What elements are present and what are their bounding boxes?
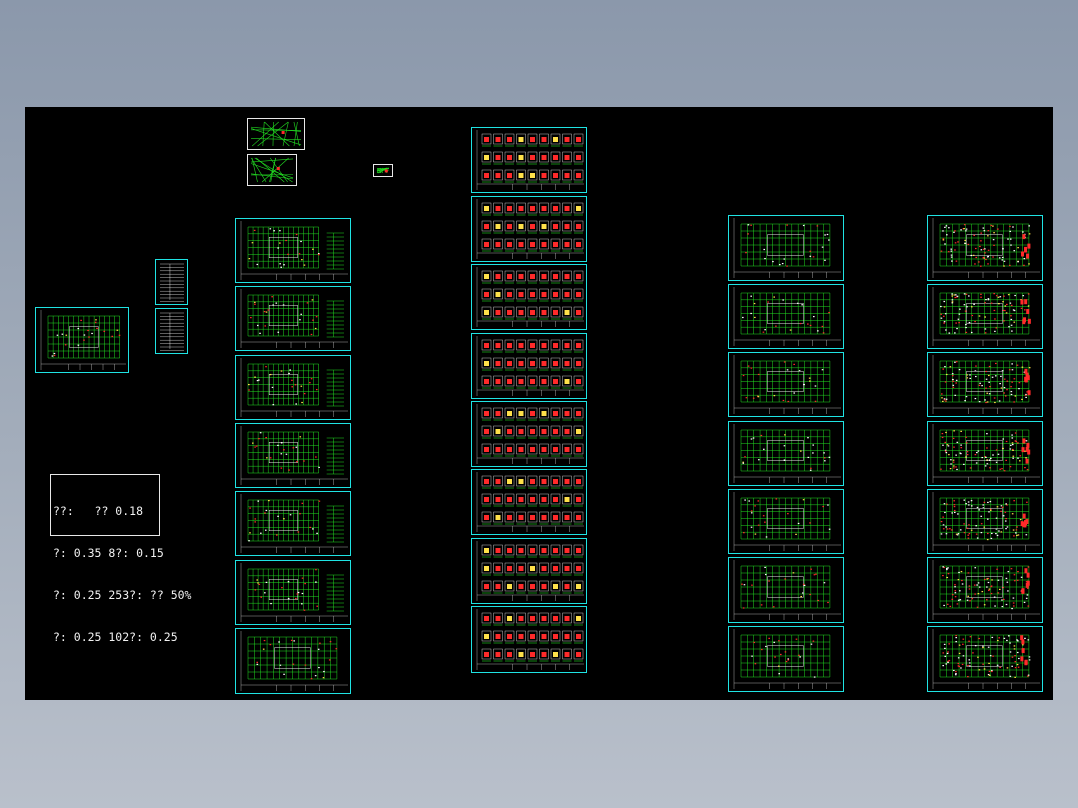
reinforcement-plan-sheet[interactable] bbox=[927, 421, 1043, 486]
schedule-sheet[interactable] bbox=[155, 308, 188, 354]
floor-plan-sheet[interactable] bbox=[235, 423, 351, 488]
structural-plan-sheet[interactable] bbox=[728, 489, 844, 554]
reinforcement-plan-sheet[interactable] bbox=[927, 215, 1043, 281]
structural-plan-sheet[interactable] bbox=[728, 352, 844, 417]
floor-plan-sheet[interactable] bbox=[235, 286, 351, 351]
reinforcement-plan-sheet[interactable] bbox=[927, 352, 1043, 417]
reinforcement-plan-sheet[interactable] bbox=[927, 626, 1043, 692]
section-detail-sheet[interactable] bbox=[471, 127, 587, 193]
floor-plan-sheet[interactable] bbox=[235, 218, 351, 283]
floor-plan-sheet[interactable] bbox=[235, 491, 351, 556]
floor-plan-sheet[interactable] bbox=[35, 307, 129, 373]
reinforcement-plan-sheet[interactable] bbox=[927, 489, 1043, 554]
structural-plan-sheet[interactable] bbox=[728, 626, 844, 692]
note-line: ?: 0.25 253?: ?? 50% bbox=[53, 588, 192, 602]
detail-sheet[interactable] bbox=[373, 164, 393, 177]
detail-sheet[interactable] bbox=[247, 118, 305, 150]
note-line: ??: ?? 0.18 bbox=[53, 504, 144, 518]
structural-plan-sheet[interactable] bbox=[728, 421, 844, 486]
floor-plan-sheet[interactable] bbox=[235, 355, 351, 420]
design-parameters-note: ??: ?? 0.18 ?: 0.35 8?: 0.15 ?: 0.25 253… bbox=[50, 474, 191, 644]
section-detail-sheet[interactable] bbox=[471, 469, 587, 535]
structural-plan-sheet[interactable] bbox=[728, 284, 844, 349]
drawing-canvas[interactable]: ??: ?? 0.18 ?: 0.35 8?: 0.15 ?: 0.25 253… bbox=[25, 107, 1053, 700]
note-line: ?: 0.35 8?: 0.15 bbox=[53, 546, 164, 560]
schedule-sheet[interactable] bbox=[155, 259, 188, 305]
section-detail-sheet[interactable] bbox=[471, 401, 587, 467]
section-detail-sheet[interactable] bbox=[471, 333, 587, 399]
structural-plan-sheet[interactable] bbox=[728, 215, 844, 281]
reinforcement-plan-sheet[interactable] bbox=[927, 557, 1043, 623]
section-detail-sheet[interactable] bbox=[471, 264, 587, 330]
note-line: ?: 0.25 102?: 0.25 bbox=[53, 630, 178, 644]
section-detail-sheet[interactable] bbox=[471, 606, 587, 673]
structural-plan-sheet[interactable] bbox=[728, 557, 844, 623]
section-detail-sheet[interactable] bbox=[471, 196, 587, 262]
section-detail-sheet[interactable] bbox=[471, 538, 587, 604]
floor-plan-sheet[interactable] bbox=[235, 560, 351, 625]
reinforcement-plan-sheet[interactable] bbox=[927, 284, 1043, 349]
detail-sheet[interactable] bbox=[247, 154, 297, 186]
floor-plan-sheet[interactable] bbox=[235, 628, 351, 694]
